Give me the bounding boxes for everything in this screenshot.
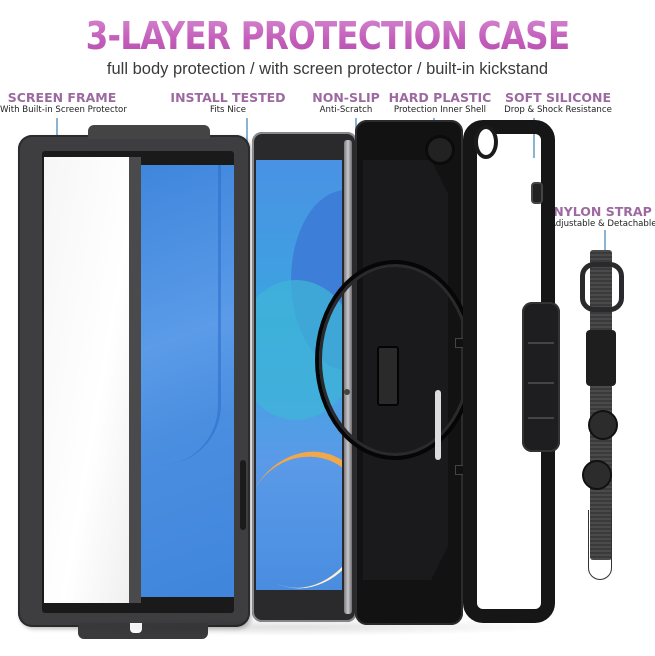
hand-grip bbox=[377, 346, 399, 406]
label-non-slip: NON-SLIP Anti-Scratch bbox=[308, 90, 384, 116]
grip-line bbox=[528, 342, 554, 344]
label-sub: Fits Nice bbox=[209, 105, 247, 115]
label-sub: Drop & Shock Resistance bbox=[504, 105, 612, 115]
label-heading: NON-SLIP bbox=[312, 90, 380, 105]
camera-cutout bbox=[474, 125, 498, 159]
kickstand bbox=[435, 390, 441, 460]
label-sub: Protection Inner Shell bbox=[393, 105, 487, 115]
frame-window bbox=[42, 151, 234, 613]
shell-knob bbox=[425, 135, 455, 165]
label-install-tested: INSTALL TESTED Fits Nice bbox=[168, 90, 288, 116]
page-subtitle: full body protection / with screen prote… bbox=[106, 60, 549, 78]
button-cover bbox=[531, 182, 543, 204]
label-heading: INSTALL TESTED bbox=[170, 90, 286, 105]
label-heading: NYLON STRAP bbox=[553, 204, 652, 219]
hard-shell-icon bbox=[315, 120, 475, 625]
grip-line bbox=[528, 417, 554, 419]
label-sub: Anti-Scratch bbox=[319, 105, 373, 115]
label-soft-silicone: SOFT SILICONE Drop & Shock Resistance bbox=[502, 90, 614, 116]
floor-shadow bbox=[20, 618, 560, 636]
label-screen-frame: SCREEN FRAME With Built-in Screen Protec… bbox=[0, 90, 127, 116]
label-sub: With Built-in Screen Protector bbox=[0, 105, 127, 115]
pointer-line bbox=[246, 118, 248, 158]
strap-adjuster bbox=[582, 460, 612, 490]
strap-buckle bbox=[586, 330, 616, 386]
label-nylon-strap: NYLON STRAP Adjustable & Detachable bbox=[550, 204, 655, 230]
wallpaper-orange-wave bbox=[256, 431, 342, 590]
strap-adjuster bbox=[588, 410, 618, 440]
hand-strap-icon bbox=[580, 250, 624, 580]
frame-top-tab bbox=[88, 125, 210, 139]
frame-notch bbox=[130, 623, 142, 633]
strap-loop bbox=[588, 510, 612, 580]
wallpaper-wave bbox=[161, 165, 221, 465]
screen-protector-film bbox=[44, 157, 129, 603]
frame-latch bbox=[240, 460, 246, 530]
label-heading: SCREEN FRAME bbox=[7, 90, 117, 105]
label-sub: Adjustable & Detachable bbox=[550, 219, 655, 229]
grip-line bbox=[528, 382, 554, 384]
label-heading: SOFT SILICONE bbox=[504, 90, 612, 105]
silicone-grip bbox=[522, 302, 560, 452]
label-hard-plastic: HARD PLASTIC Protection Inner Shell bbox=[388, 90, 492, 116]
strap-ring bbox=[580, 262, 624, 312]
screen-frame-icon bbox=[18, 125, 250, 639]
pointer-line bbox=[533, 118, 535, 158]
screen-preview bbox=[141, 165, 234, 597]
tablet-icon bbox=[252, 132, 357, 622]
frame-bottom-tab bbox=[78, 623, 208, 639]
label-heading: HARD PLASTIC bbox=[388, 90, 492, 105]
frame-divider bbox=[129, 157, 141, 603]
page-title: 3-LAYER PROTECTION CASE bbox=[46, 14, 609, 58]
